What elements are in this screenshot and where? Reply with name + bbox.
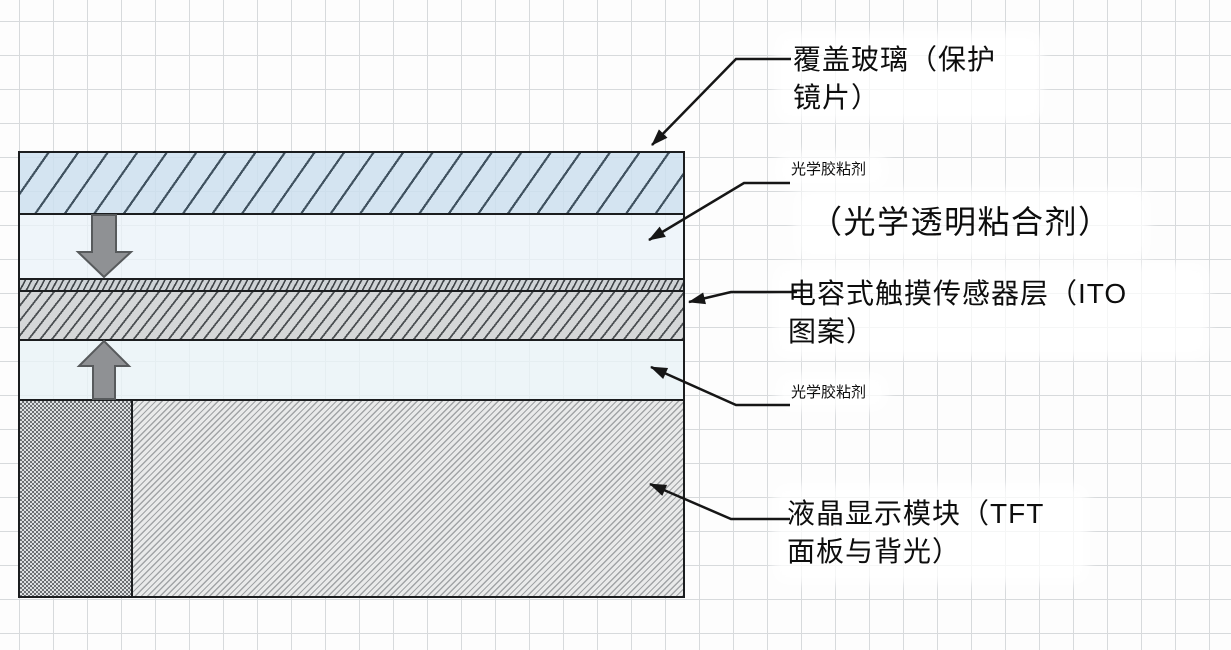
oca-alias-label: （光学透明粘合剂）	[810, 204, 1112, 240]
label-backdrop	[784, 159, 880, 181]
label-backdrop	[802, 196, 1142, 252]
leader-cover-glass	[651, 57, 791, 146]
lcd-module-label-line2: 面板与背光）	[787, 536, 962, 567]
label-backdrop	[784, 381, 880, 403]
layer-lcd-module	[18, 399, 685, 598]
touch-sensor-label-line2: 图案）	[788, 316, 876, 347]
lcd-module-label-line1: 液晶显示模块（TFT	[787, 498, 1045, 529]
cover-glass-label: 覆盖玻璃（保护 镜片）	[793, 41, 996, 117]
layer-optical-adhesive-bottom	[18, 339, 685, 401]
label-backdrop	[781, 272, 1201, 350]
oca-top-small-label: 光学胶粘剂	[791, 161, 867, 178]
backlight-section	[20, 401, 133, 596]
touch-sensor-label: 电容式触摸传感器层（ITO 图案）	[788, 275, 1127, 351]
lcd-module-label: 液晶显示模块（TFT 面板与背光）	[787, 495, 1044, 571]
oca-bottom-small-label: 光学胶粘剂	[791, 384, 867, 401]
layer-touch-sensor	[18, 290, 685, 341]
label-backdrop	[783, 40, 1035, 114]
label-backdrop	[781, 492, 1081, 576]
layer-optical-adhesive-top	[18, 213, 685, 280]
layer-cover-glass	[18, 151, 685, 215]
cover-glass-label-line1: 覆盖玻璃（保护	[793, 44, 997, 75]
cover-glass-label-line2: 镜片）	[793, 82, 881, 113]
touch-sensor-label-line1: 电容式触摸传感器层（ITO	[788, 278, 1128, 309]
